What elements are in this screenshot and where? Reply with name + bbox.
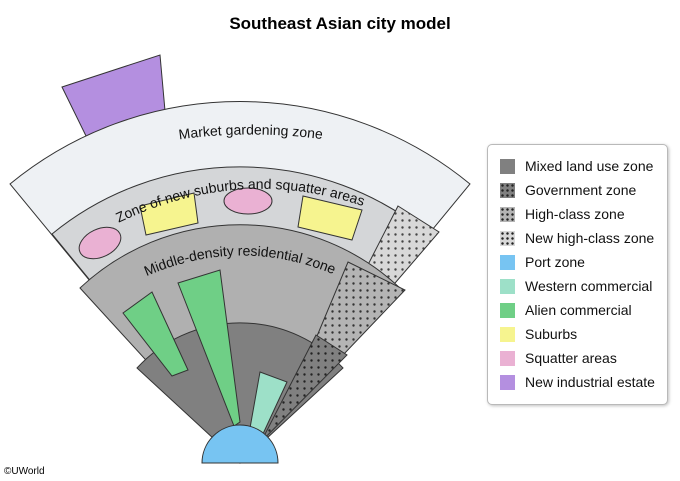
- legend-swatch: [500, 254, 515, 270]
- legend-label: Western commercial: [525, 278, 653, 294]
- legend-label: New high-class zone: [525, 230, 655, 246]
- legend-item: Western commercial: [488, 274, 667, 298]
- legend-label: Squatter areas: [525, 350, 617, 366]
- legend-label: Mixed land use zone: [525, 158, 654, 174]
- market-zone-label: Market gardening zone: [178, 121, 324, 142]
- legend-label: New industrial estate: [525, 374, 655, 390]
- legend-label: Alien commercial: [525, 302, 632, 318]
- legend-swatch: [500, 206, 515, 222]
- legend-label: Suburbs: [525, 326, 578, 342]
- legend-swatch: [500, 158, 515, 174]
- legend-item: New high-class zone: [488, 226, 667, 250]
- legend-swatch: [500, 302, 515, 318]
- alien-commercial-zone: [177, 269, 241, 427]
- diagram-title: Southeast Asian city model: [229, 14, 451, 33]
- legend-swatch: [500, 326, 515, 342]
- legend-item: Alien commercial: [488, 298, 667, 322]
- squatter-area: [223, 187, 273, 215]
- legend-item: Government zone: [488, 178, 667, 202]
- legend-item: Mixed land use zone: [488, 154, 667, 178]
- copyright-notice: ©UWorld: [4, 466, 45, 477]
- legend-label: Government zone: [525, 182, 637, 198]
- legend-swatch: [500, 374, 515, 390]
- suburbs-area: [139, 192, 199, 236]
- legend-swatch: [500, 278, 515, 294]
- alien-commercial-zone: [122, 291, 189, 377]
- legend-item: Squatter areas: [488, 346, 667, 370]
- squatter-area: [78, 226, 122, 260]
- legend-label: Port zone: [525, 254, 585, 270]
- legend-item: Port zone: [488, 250, 667, 274]
- legend-swatch: [500, 230, 515, 246]
- legend-item: Suburbs: [488, 322, 667, 346]
- legend-item: High-class zone: [488, 202, 667, 226]
- port-zone: [201, 424, 279, 464]
- legend-item: New industrial estate: [488, 370, 667, 394]
- legend-label: High-class zone: [525, 206, 625, 222]
- legend-swatch: [500, 350, 515, 366]
- suburbs-area: [297, 195, 363, 241]
- legend-swatch: [500, 182, 515, 198]
